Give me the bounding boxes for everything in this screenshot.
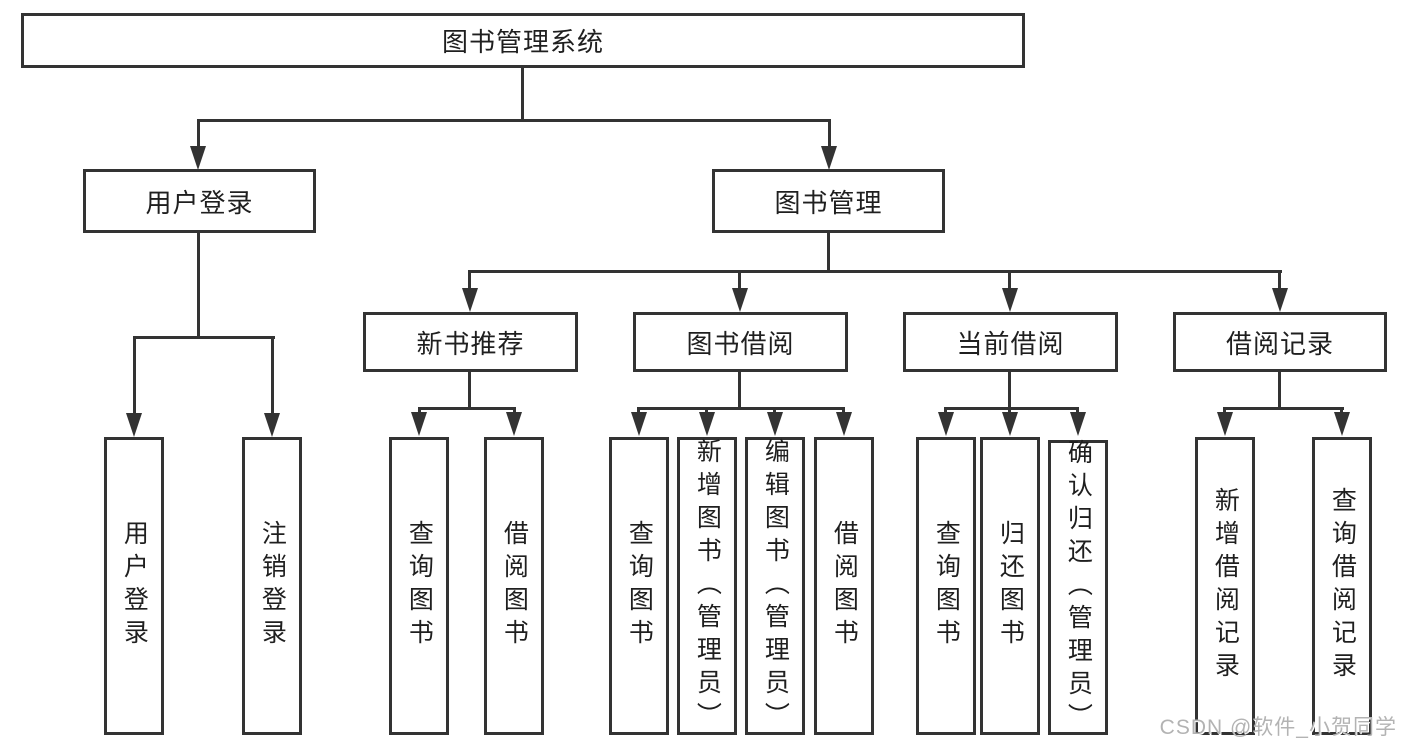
connector-line bbox=[133, 336, 275, 339]
arrow-down-icon bbox=[462, 288, 478, 312]
connector-line bbox=[1340, 407, 1343, 415]
leaf-query-books-recommend: 查询图书 bbox=[389, 437, 449, 735]
leaf-label: 归还图书 bbox=[996, 520, 1025, 652]
connector-line bbox=[197, 119, 200, 148]
arrow-down-icon bbox=[411, 412, 427, 436]
connector-line bbox=[828, 119, 831, 148]
leaf-user-login: 用户登录 bbox=[104, 437, 164, 735]
connector-line bbox=[842, 407, 845, 415]
connector-line bbox=[133, 336, 136, 415]
leaf-logout-login: 注销登录 bbox=[242, 437, 302, 735]
connector-line bbox=[1008, 407, 1011, 415]
leaf-label: 查询借阅记录 bbox=[1328, 487, 1357, 685]
leaf-borrow-books-borrowing: 借阅图书 bbox=[814, 437, 874, 735]
arrow-down-icon bbox=[1272, 288, 1288, 312]
connector-line bbox=[513, 407, 516, 415]
connector-line bbox=[944, 407, 947, 415]
connector-line bbox=[271, 336, 274, 415]
connector-line bbox=[738, 372, 741, 409]
connector-line bbox=[197, 233, 200, 338]
node-label: 用户登录 bbox=[145, 187, 254, 218]
leaf-label: 借阅图书 bbox=[830, 520, 859, 652]
leaf-label: 查询图书 bbox=[625, 520, 654, 652]
leaf-add-borrow-record: 新增借阅记录 bbox=[1195, 437, 1255, 735]
node-label: 当前借阅 bbox=[956, 328, 1065, 359]
leaf-label: 编辑图书（管理员） bbox=[761, 437, 790, 735]
leaf-query-borrow-record: 查询借阅记录 bbox=[1312, 437, 1372, 735]
leaf-add-book-admin: 新增图书（管理员） bbox=[677, 437, 737, 735]
arrow-down-icon bbox=[1002, 412, 1018, 436]
node-label: 图书管理 bbox=[774, 187, 883, 218]
watermark: CSDN @软件_小贺同学 bbox=[1159, 716, 1397, 739]
leaf-query-books-borrowing: 查询图书 bbox=[609, 437, 669, 735]
connector-line bbox=[705, 407, 708, 415]
arrow-down-icon bbox=[1217, 412, 1233, 436]
arrow-down-icon bbox=[1002, 288, 1018, 312]
arrow-down-icon bbox=[506, 412, 522, 436]
arrow-down-icon bbox=[938, 412, 954, 436]
connector-line bbox=[521, 68, 524, 121]
connector-line bbox=[738, 270, 741, 291]
node-user-login: 用户登录 bbox=[83, 169, 316, 233]
connector-line bbox=[637, 407, 640, 415]
leaf-label: 新增借阅记录 bbox=[1211, 487, 1240, 685]
arrow-down-icon bbox=[821, 146, 837, 170]
connector-line bbox=[1278, 372, 1281, 409]
node-borrowing-records: 借阅记录 bbox=[1173, 312, 1387, 372]
connector-line bbox=[1223, 407, 1226, 415]
node-label: 图书管理系统 bbox=[441, 27, 604, 57]
connector-line bbox=[469, 270, 1282, 273]
connector-line bbox=[1008, 372, 1011, 409]
leaf-label: 注销登录 bbox=[258, 520, 287, 652]
arrow-down-icon bbox=[767, 412, 783, 436]
leaf-confirm-return-admin: 确认归还（管理员） bbox=[1048, 439, 1108, 736]
leaf-return-books: 归还图书 bbox=[980, 437, 1040, 735]
node-current-borrowing: 当前借阅 bbox=[903, 312, 1118, 372]
arrow-down-icon bbox=[631, 412, 647, 436]
arrow-down-icon bbox=[190, 146, 206, 170]
connector-line bbox=[638, 407, 845, 410]
connector-line bbox=[945, 407, 1079, 410]
connector-line bbox=[418, 407, 421, 415]
leaf-label: 新增图书（管理员） bbox=[693, 437, 722, 735]
connector-line bbox=[468, 372, 471, 409]
node-label: 图书借阅 bbox=[686, 328, 795, 359]
arrow-down-icon bbox=[264, 413, 280, 437]
connector-line bbox=[197, 119, 831, 122]
node-new-book-recommendation: 新书推荐 bbox=[363, 312, 578, 372]
leaf-label: 借阅图书 bbox=[500, 520, 529, 652]
arrow-down-icon bbox=[1070, 412, 1086, 436]
connector-line bbox=[827, 233, 830, 272]
connector-line bbox=[1008, 270, 1011, 291]
node-library-management-system: 图书管理系统 bbox=[21, 13, 1025, 68]
node-book-borrowing: 图书借阅 bbox=[633, 312, 848, 372]
node-label: 借阅记录 bbox=[1225, 328, 1334, 359]
arrow-down-icon bbox=[732, 288, 748, 312]
connector-line bbox=[1076, 407, 1079, 415]
leaf-label: 用户登录 bbox=[120, 520, 149, 652]
leaf-label: 确认归还（管理员） bbox=[1064, 439, 1093, 736]
leaf-query-books-current: 查询图书 bbox=[916, 437, 976, 735]
node-book-management: 图书管理 bbox=[712, 169, 945, 233]
arrow-down-icon bbox=[836, 412, 852, 436]
arrow-down-icon bbox=[699, 412, 715, 436]
node-label: 新书推荐 bbox=[416, 328, 525, 359]
leaf-edit-book-admin: 编辑图书（管理员） bbox=[745, 437, 805, 735]
connector-line bbox=[773, 407, 776, 415]
connector-line bbox=[1224, 407, 1344, 410]
leaf-label: 查询图书 bbox=[405, 520, 434, 652]
leaf-label: 查询图书 bbox=[932, 520, 961, 652]
connector-line bbox=[418, 407, 516, 410]
arrow-down-icon bbox=[126, 413, 142, 437]
arrow-down-icon bbox=[1334, 412, 1350, 436]
connector-line bbox=[1278, 270, 1281, 291]
connector-line bbox=[468, 270, 471, 291]
leaf-borrow-books-recommend: 借阅图书 bbox=[484, 437, 544, 735]
